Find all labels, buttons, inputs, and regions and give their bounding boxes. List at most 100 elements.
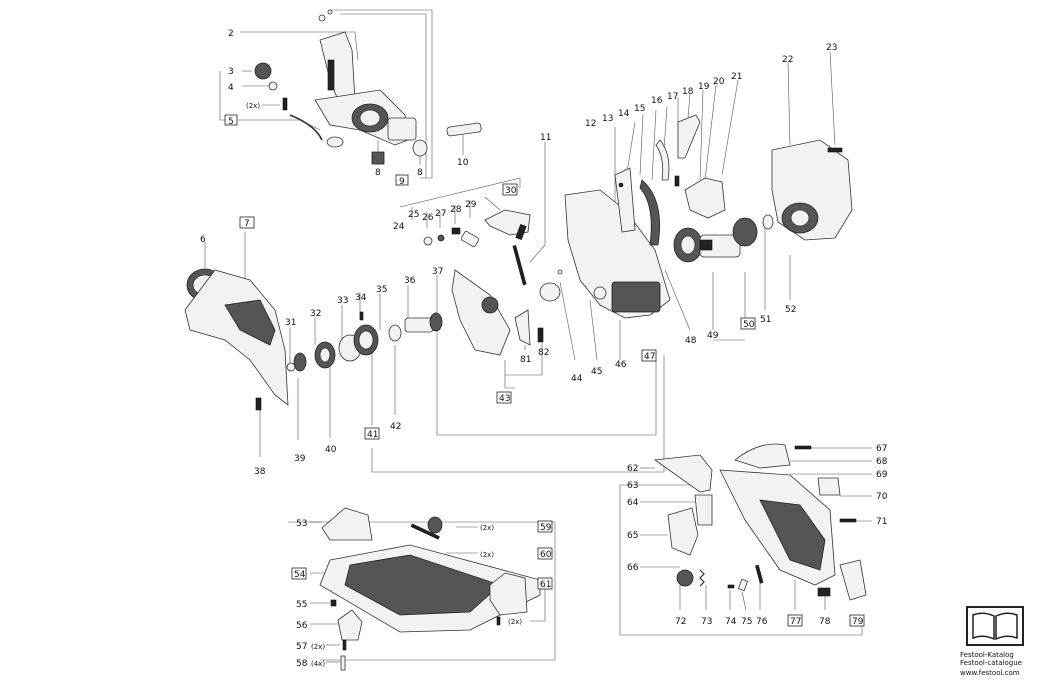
label-14: 14 bbox=[618, 109, 630, 119]
label-22: 22 bbox=[782, 55, 793, 65]
label-47: 47 bbox=[644, 352, 655, 362]
label-20: 20 bbox=[713, 77, 725, 87]
leader-lines bbox=[204, 9, 872, 663]
label-15: 15 bbox=[634, 104, 645, 114]
label-79: 79 bbox=[852, 617, 864, 627]
label-11: 11 bbox=[540, 133, 551, 143]
screw-38 bbox=[255, 397, 262, 411]
label-57-qty: (2x) bbox=[311, 643, 325, 651]
cable-17 bbox=[655, 139, 670, 181]
label-27: 27 bbox=[435, 209, 446, 219]
seal-44 bbox=[539, 282, 561, 302]
knob-3 bbox=[254, 62, 272, 80]
label-34: 34 bbox=[355, 293, 367, 303]
riving-knife-81 bbox=[514, 309, 531, 346]
label-65: 65 bbox=[627, 531, 638, 541]
part-drawings bbox=[184, 9, 867, 671]
label-2x: (2x) bbox=[246, 102, 260, 110]
electronics-79 bbox=[839, 559, 867, 601]
label-54: 54 bbox=[294, 570, 306, 580]
nut-8a bbox=[371, 151, 385, 165]
catalog-text-en: Festool-catalogue bbox=[960, 659, 1022, 667]
label-21: 21 bbox=[731, 72, 742, 82]
label-77: 77 bbox=[790, 617, 801, 627]
label-82: 82 bbox=[538, 348, 549, 358]
blade-cover-37 bbox=[451, 269, 511, 356]
screw-55 bbox=[330, 599, 337, 607]
label-2: 2 bbox=[228, 29, 234, 39]
label-45: 45 bbox=[591, 367, 602, 377]
stator-50 bbox=[732, 217, 758, 247]
label-53: 53 bbox=[296, 519, 307, 529]
label-8b: 8 bbox=[417, 168, 423, 178]
label-59: 59 bbox=[540, 523, 552, 533]
screw-57 bbox=[342, 639, 347, 651]
label-40: 40 bbox=[325, 445, 337, 455]
washer-39 bbox=[293, 352, 307, 372]
spring-18 bbox=[677, 114, 701, 159]
label-61-qty: (2x) bbox=[508, 618, 522, 626]
label-60-qty: (2x) bbox=[480, 551, 494, 559]
label-73: 73 bbox=[701, 617, 712, 627]
brush-15 bbox=[639, 179, 661, 246]
spring-73 bbox=[699, 569, 705, 587]
label-19: 19 bbox=[698, 82, 710, 92]
label-70: 70 bbox=[876, 492, 888, 502]
upper-guard-housing bbox=[314, 9, 417, 146]
label-28: 28 bbox=[450, 205, 462, 215]
label-24: 24 bbox=[393, 222, 405, 232]
label-62: 62 bbox=[627, 464, 638, 474]
label-35: 35 bbox=[376, 285, 387, 295]
label-69: 69 bbox=[876, 470, 888, 480]
label-38: 38 bbox=[254, 467, 266, 477]
label-74: 74 bbox=[725, 617, 737, 627]
label-33: 33 bbox=[337, 296, 348, 306]
label-64: 64 bbox=[627, 498, 639, 508]
catalog-url[interactable]: www.festool.com bbox=[960, 669, 1020, 677]
label-58-qty: (4x) bbox=[311, 660, 325, 668]
lever-64 bbox=[694, 494, 713, 526]
label-17: 17 bbox=[667, 92, 678, 102]
label-13: 13 bbox=[602, 114, 613, 124]
bushing-8b bbox=[412, 139, 428, 157]
label-60: 60 bbox=[540, 550, 552, 560]
label-41: 41 bbox=[367, 430, 378, 440]
label-78: 78 bbox=[819, 617, 831, 627]
washer-4 bbox=[268, 81, 278, 91]
label-3: 3 bbox=[228, 67, 234, 77]
pin-58 bbox=[340, 655, 346, 671]
label-46: 46 bbox=[615, 360, 627, 370]
label-9: 9 bbox=[399, 177, 405, 187]
label-31: 31 bbox=[285, 318, 296, 328]
label-25: 25 bbox=[408, 210, 419, 220]
label-12: 12 bbox=[585, 119, 596, 129]
label-43: 43 bbox=[499, 394, 510, 404]
festool-catalogue-logo[interactable]: Festool-Katalog Festool-catalogue www.fe… bbox=[960, 605, 1030, 685]
label-66: 66 bbox=[627, 563, 639, 573]
contact-20 bbox=[674, 175, 680, 187]
label-8a: 8 bbox=[375, 168, 381, 178]
part-labels: 2 3 4 (2x) 5 8 9 8 10 30 24 25 26 27 28 … bbox=[200, 29, 888, 669]
label-76: 76 bbox=[756, 617, 768, 627]
label-63: 63 bbox=[627, 481, 638, 491]
label-32: 32 bbox=[310, 309, 321, 319]
bearing-51 bbox=[762, 214, 774, 230]
switch-rail-62 bbox=[653, 454, 713, 493]
rod-5 bbox=[289, 114, 323, 141]
label-6: 6 bbox=[200, 235, 206, 245]
button-72 bbox=[676, 569, 694, 587]
boxed-callouts bbox=[224, 114, 865, 627]
label-10: 10 bbox=[457, 158, 469, 168]
trigger-65 bbox=[667, 507, 699, 556]
label-37: 37 bbox=[432, 267, 443, 277]
cover-70 bbox=[817, 477, 841, 496]
label-18: 18 bbox=[682, 87, 694, 97]
label-29: 29 bbox=[465, 200, 477, 210]
label-36: 36 bbox=[404, 276, 416, 286]
label-50: 50 bbox=[743, 320, 755, 330]
label-4: 4 bbox=[228, 83, 234, 93]
label-67: 67 bbox=[876, 444, 887, 454]
knob-61 bbox=[489, 572, 528, 616]
handle-cap-67 bbox=[734, 443, 791, 469]
label-59-qty: (2x) bbox=[480, 524, 494, 532]
